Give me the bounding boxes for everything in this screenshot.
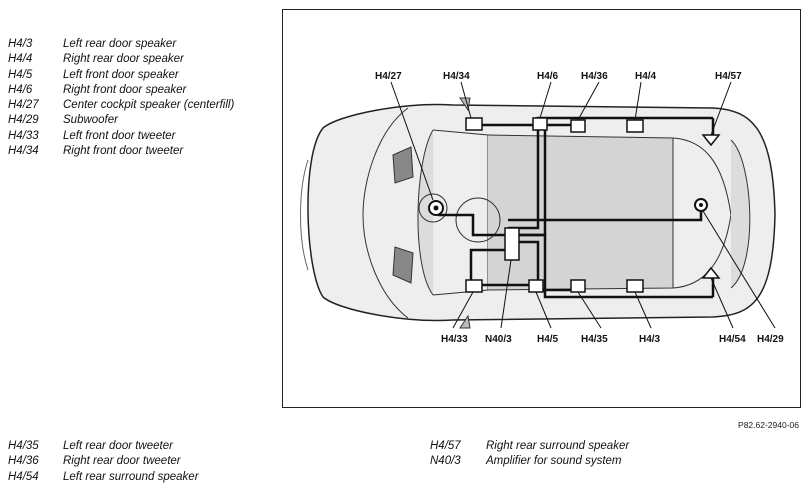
- legend-row: H4/35 Left rear door tweeter: [8, 439, 199, 454]
- speaker-h4-4: [626, 119, 644, 133]
- labels-top: H4/27 H4/34 H4/6 H4/36 H4/4 H4/57: [375, 71, 742, 82]
- legend-code: H4/35: [8, 440, 39, 452]
- label-h4-6: H4/6: [537, 71, 559, 82]
- amplifier-n40-3: [504, 227, 520, 261]
- legend-description: Right front door speaker: [63, 83, 187, 96]
- leader-lines: [390, 81, 776, 329]
- speaker-h4-6: [532, 117, 548, 131]
- legend-row: H4/27 Center cockpit speaker (centerfill): [8, 98, 234, 113]
- legend-description: Right front door tweeter: [63, 145, 184, 158]
- legend-code: H4/27: [8, 99, 39, 112]
- legend-description: Subwoofer: [63, 114, 118, 127]
- vehicle-speaker-diagram: H4/27 H4/34 H4/6 H4/36 H4/4 H4/57 H4/33 …: [300, 71, 784, 345]
- speakers-top: [465, 117, 721, 147]
- label-h4-54: H4/54: [719, 334, 746, 345]
- legend-code: H4/4: [8, 53, 33, 66]
- legend-description: Right rear surround speaker: [486, 440, 630, 452]
- legend-description: Left rear door tweeter: [63, 440, 173, 452]
- legend-code: H4/54: [8, 470, 39, 483]
- legend-code: H4/6: [8, 83, 33, 96]
- legend-description: Amplifier for sound system: [486, 455, 622, 468]
- legend-description: Right rear door tweeter: [63, 455, 181, 468]
- figure-reference: P82.62-2940-06: [738, 420, 799, 430]
- label-h4-36: H4/36: [581, 71, 608, 82]
- speaker-h4-33: [465, 279, 483, 293]
- legend-description: Left front door tweeter: [63, 129, 176, 142]
- legend-row: H4/4 Right rear door speaker: [8, 52, 234, 67]
- label-n40-3: N40/3: [485, 334, 512, 345]
- label-h4-33: H4/33: [441, 334, 468, 345]
- legend-row: H4/36 Right rear door tweeter: [8, 454, 199, 469]
- legend-description: Right rear door speaker: [63, 53, 184, 66]
- legend-code: H4/29: [8, 114, 39, 127]
- legend-code: N40/3: [430, 455, 461, 468]
- legend-row: H4/3 Left rear door speaker: [8, 37, 234, 52]
- legend-code: H4/33: [8, 129, 39, 142]
- diagram-frame: H4/27 H4/34 H4/6 H4/36 H4/4 H4/57 H4/33 …: [282, 9, 801, 408]
- label-h4-4: H4/4: [635, 71, 657, 82]
- speaker-h4-36: [570, 119, 586, 133]
- speaker-h4-5: [528, 279, 544, 293]
- legend-code: H4/5: [8, 68, 33, 81]
- legend-row: H4/6 Right front door speaker: [8, 83, 234, 98]
- speaker-h4-34: [465, 117, 483, 131]
- speaker-h4-35: [570, 279, 586, 293]
- legend-code: H4/36: [8, 455, 39, 468]
- label-h4-5: H4/5: [537, 334, 559, 345]
- legend-row: H4/29 Subwoofer: [8, 113, 234, 128]
- labels-bottom: H4/33 N40/3 H4/5 H4/35 H4/3 H4/54 H4/29: [441, 334, 784, 345]
- legend-code: H4/34: [8, 145, 39, 158]
- label-h4-34: H4/34: [443, 71, 470, 82]
- wiring: [438, 116, 715, 299]
- legend-description: Left front door speaker: [63, 68, 179, 81]
- speakers-bottom: [465, 266, 721, 293]
- car-body: [300, 97, 776, 329]
- speaker-h4-3: [626, 279, 644, 293]
- legend-description: Center cockpit speaker (centerfill): [63, 99, 235, 112]
- legend-description: Left rear surround speaker: [63, 470, 199, 483]
- label-h4-27: H4/27: [375, 71, 402, 82]
- legend-code: H4/57: [430, 440, 461, 452]
- label-h4-3: H4/3: [639, 334, 661, 345]
- legend-description: Left rear door speaker: [63, 38, 177, 50]
- label-h4-35: H4/35: [581, 334, 608, 345]
- legend-row: H4/57 Right rear surround speaker: [430, 439, 629, 454]
- legend-row: H4/54 Left rear surround speaker: [8, 470, 199, 485]
- label-h4-57: H4/57: [715, 71, 742, 82]
- legend-row: H4/5 Left front door speaker: [8, 68, 234, 83]
- legend-row: N40/3 Amplifier for sound system: [430, 454, 629, 469]
- label-h4-29: H4/29: [757, 334, 784, 345]
- legend-code: H4/3: [8, 38, 33, 50]
- legend-row: H4/34 Right front door tweeter: [8, 144, 234, 159]
- legend-row: H4/33 Left front door tweeter: [8, 129, 234, 144]
